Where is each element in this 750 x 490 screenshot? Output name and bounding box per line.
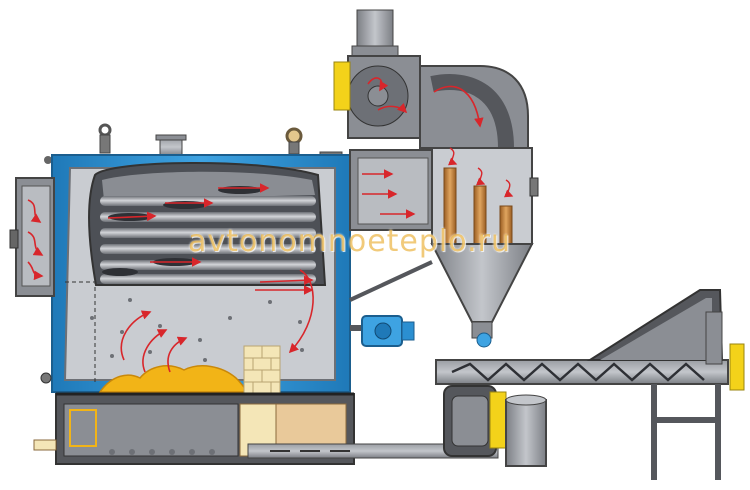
conveyor-support-frame [651, 384, 721, 480]
flue-gas-arrows [27, 183, 314, 373]
screw-conveyor [435, 289, 745, 391]
lifting-lug [98, 123, 112, 137]
filter-tube-2 [473, 185, 487, 245]
cyclone-hopper [430, 243, 534, 348]
top-nozzle [159, 137, 183, 157]
filter-tube-3 [499, 205, 513, 245]
filter-housing [431, 147, 539, 245]
exhaust-stack [351, 9, 399, 57]
flue-duct [349, 149, 437, 231]
filter-tube-1 [443, 167, 457, 245]
lower-auger-pipe [247, 443, 499, 459]
door-handle [9, 229, 19, 249]
pressure-fitting [285, 127, 303, 145]
motor-drive [443, 385, 507, 457]
fuel-bin [505, 394, 547, 467]
conveyor-motor-yellow [729, 343, 745, 391]
blower-motor [361, 315, 415, 347]
cyclone-fan [333, 55, 529, 149]
firebrick-stack [243, 345, 281, 395]
front-door [9, 177, 55, 384]
fuel-bed [98, 365, 250, 393]
fan-motor-yellow [333, 61, 351, 111]
boiler-body [44, 123, 351, 395]
